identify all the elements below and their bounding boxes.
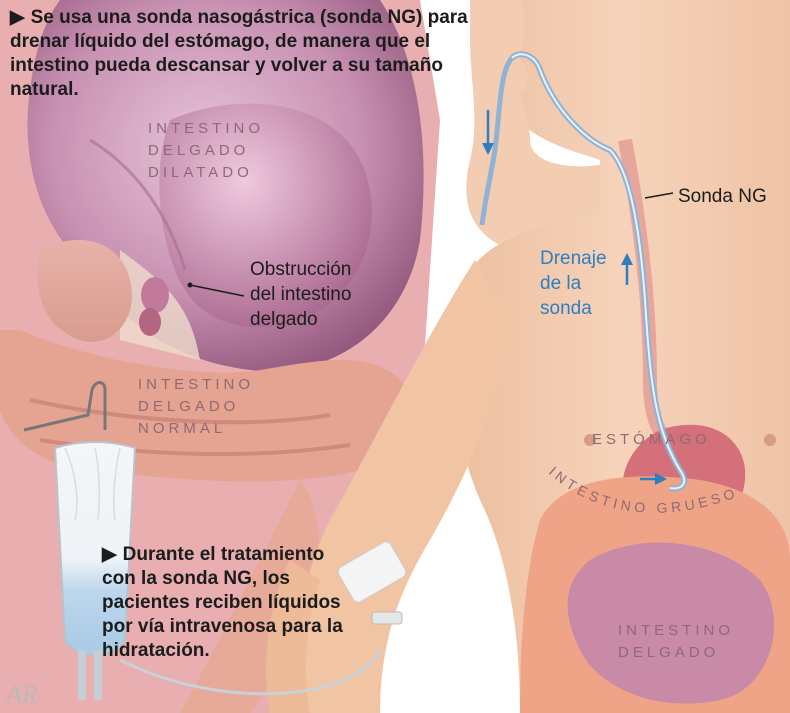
normal-intestine-label: INTESTINO DELGADO NORMAL: [138, 374, 254, 440]
nipple-right: [764, 434, 776, 446]
small-loop-3: [139, 308, 161, 336]
stomach-label: ESTÓMAGO: [592, 429, 711, 451]
label-line: DELGADO: [618, 642, 734, 664]
obstruction-label: Obstrucción del intestino delgado: [250, 257, 351, 332]
label-line: DELGADO: [148, 140, 264, 162]
iv-port-2: [94, 650, 102, 700]
label-line: de la: [540, 271, 607, 296]
label-line: sonda: [540, 296, 607, 321]
dilated-intestine-label: INTESTINO DELGADO DILATADO: [148, 118, 264, 184]
label-line: DILATADO: [148, 162, 264, 184]
ng-tube-label: Sonda NG: [678, 184, 767, 209]
label-line: delgado: [250, 307, 351, 332]
small-loop-2: [141, 277, 169, 313]
label-line: del intestino: [250, 282, 351, 307]
label-line: INTESTINO: [138, 374, 254, 396]
label-line: INTESTINO: [618, 620, 734, 642]
caption-bullet-icon: ▶: [10, 6, 25, 30]
label-line: DELGADO: [138, 396, 254, 418]
bottom-caption: ▶Durante el tratamiento con la sonda NG,…: [102, 543, 357, 663]
drainage-label: Drenaje de la sonda: [540, 246, 607, 321]
abdominal-small-intestine-label: INTESTINO DELGADO: [618, 620, 734, 664]
obstruction-point: [188, 283, 193, 288]
label-line: Obstrucción: [250, 257, 351, 282]
label-line: Drenaje: [540, 246, 607, 271]
bottom-caption-text: Durante el tratamiento con la sonda NG, …: [102, 544, 343, 661]
top-caption-text: Se usa una sonda nasogástrica (sonda NG)…: [10, 7, 468, 100]
caption-bullet-icon: ▶: [102, 543, 117, 567]
iv-port-1: [78, 650, 86, 700]
top-caption: ▶Se usa una sonda nasogástrica (sonda NG…: [10, 6, 480, 102]
iv-connector: [372, 612, 402, 624]
label-line: INTESTINO: [148, 118, 264, 140]
label-line: NORMAL: [138, 418, 254, 440]
artist-signature: AR: [6, 680, 38, 710]
